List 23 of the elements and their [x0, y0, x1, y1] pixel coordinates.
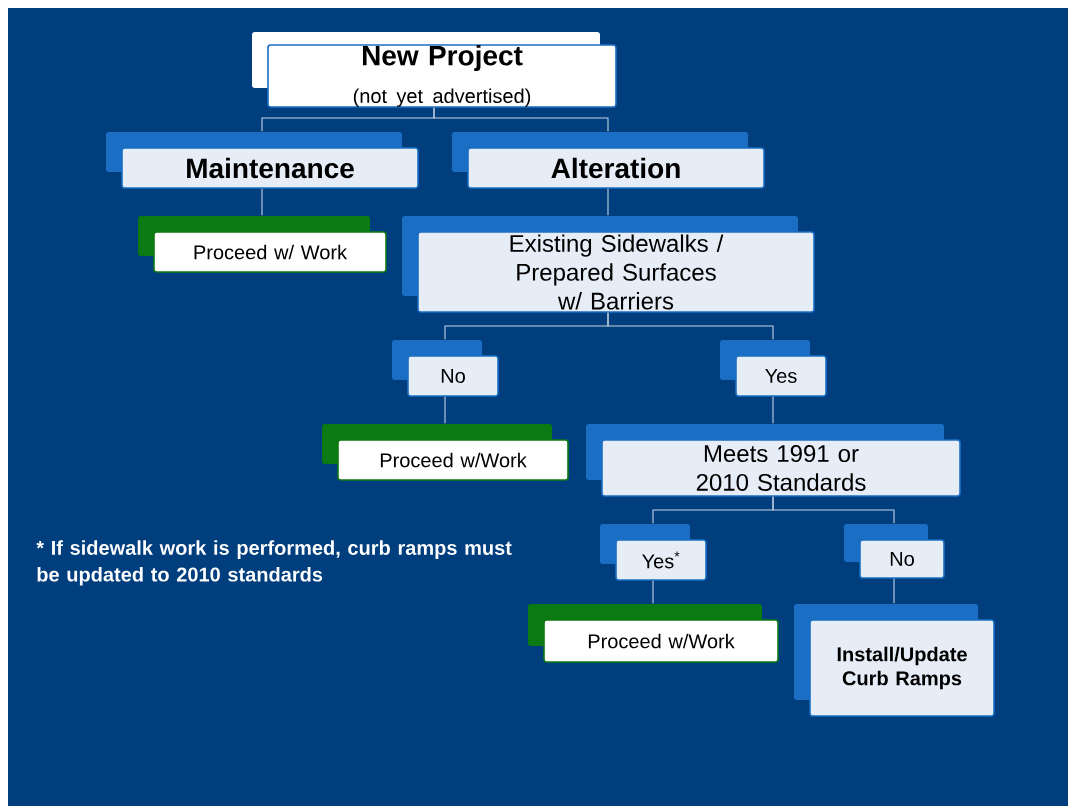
connector-line: [444, 396, 446, 424]
connector-line: [261, 188, 263, 216]
connector-line: [772, 396, 774, 424]
decision-box: No: [392, 340, 499, 397]
outcome-box: Proceed w/ Work: [138, 216, 387, 273]
connector-line: [607, 312, 774, 340]
decision-box: Yes$^{*}$: [600, 524, 707, 581]
outcome-box: Proceed w/Work: [322, 424, 569, 481]
decision-box: Existing Sidewalks / Prepared Surfaces w/ Barriers: [402, 216, 815, 313]
decision-box: No: [844, 524, 945, 579]
decision-box: Alteration: [452, 132, 765, 189]
decision-box: Maintenance: [106, 132, 419, 189]
decision-box: Install/Update Curb Ramps: [794, 604, 995, 717]
connector-line: [433, 107, 609, 132]
start-box: New Project (not yet advertised): [252, 32, 617, 108]
connector-line: [652, 580, 654, 604]
connector-line: [607, 188, 609, 216]
decision-box: Meets 1991 or 2010 Standards: [586, 424, 961, 497]
connector-line: [772, 496, 895, 524]
decision-box: Yes: [720, 340, 827, 397]
outcome-box: Proceed w/Work: [528, 604, 779, 663]
footnote-text: * If sidewalk work is performed, curb ramps must be updated to 2010 standards: [36, 540, 512, 586]
connector-line: [893, 578, 895, 604]
